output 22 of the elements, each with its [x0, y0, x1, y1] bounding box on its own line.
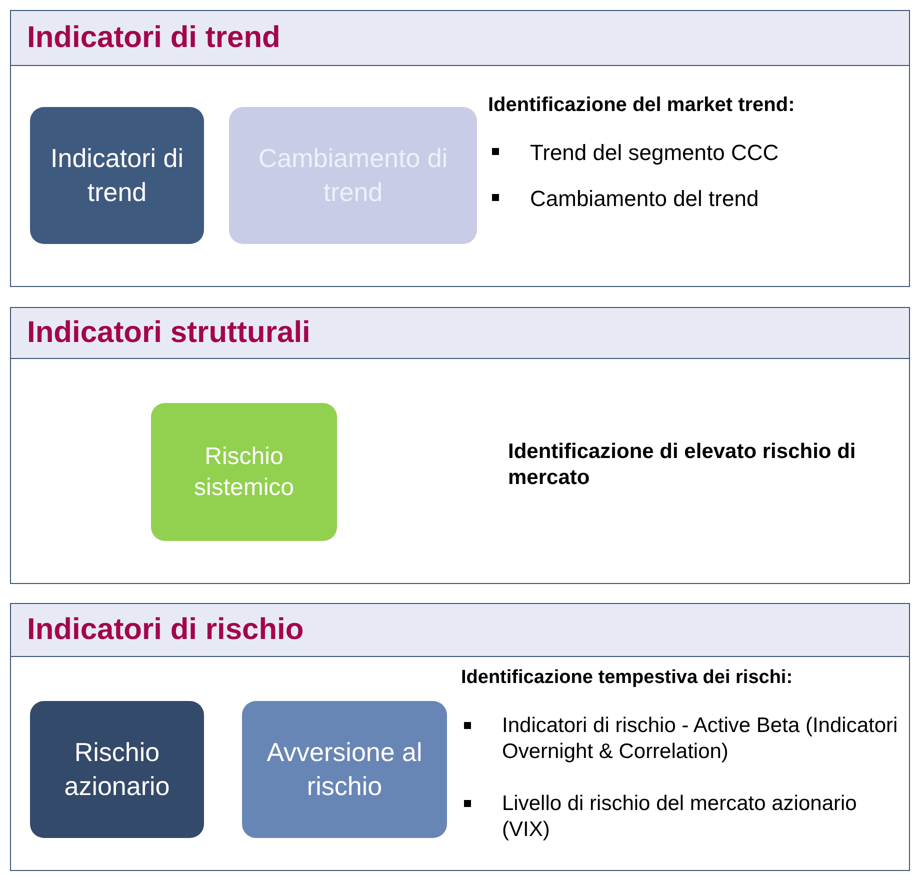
- section-panel: [10, 10, 910, 287]
- indicator-box: [229, 107, 477, 244]
- section-panel: [10, 603, 910, 871]
- box-label: Indicatori di trend: [50, 142, 184, 208]
- bullet-text: Livello di rischio del mercato azionario (VIX): [502, 791, 858, 844]
- section-description: Identificazione tempestiva dei rischi:: [461, 666, 794, 690]
- bullet-text: Trend del segmento CCC: [530, 139, 780, 166]
- section-description: Identificazione di elevato rischio di mercato: [508, 439, 857, 492]
- bullet-text: Indicatori di rischio - Active Beta (Indicatori Overnight & Correlation): [502, 713, 899, 766]
- section-title: Indicatori strutturali: [27, 316, 310, 350]
- section-title: Indicatori di trend: [27, 20, 280, 54]
- indicator-box: [30, 701, 204, 838]
- box-label: Avversione al rischio: [266, 736, 424, 802]
- indicator-box: [242, 701, 447, 838]
- section-description: Identificazione del market trend:: [488, 93, 796, 118]
- indicator-box: [30, 107, 204, 244]
- section-title: Indicatori di rischio: [27, 612, 304, 646]
- box-label: Rischio sistemico: [192, 442, 296, 503]
- section-panel: [10, 307, 910, 584]
- box-label: Rischio azionario: [63, 736, 171, 802]
- bullet-text: Cambiamento del trend: [530, 185, 760, 212]
- indicator-box: [151, 403, 337, 541]
